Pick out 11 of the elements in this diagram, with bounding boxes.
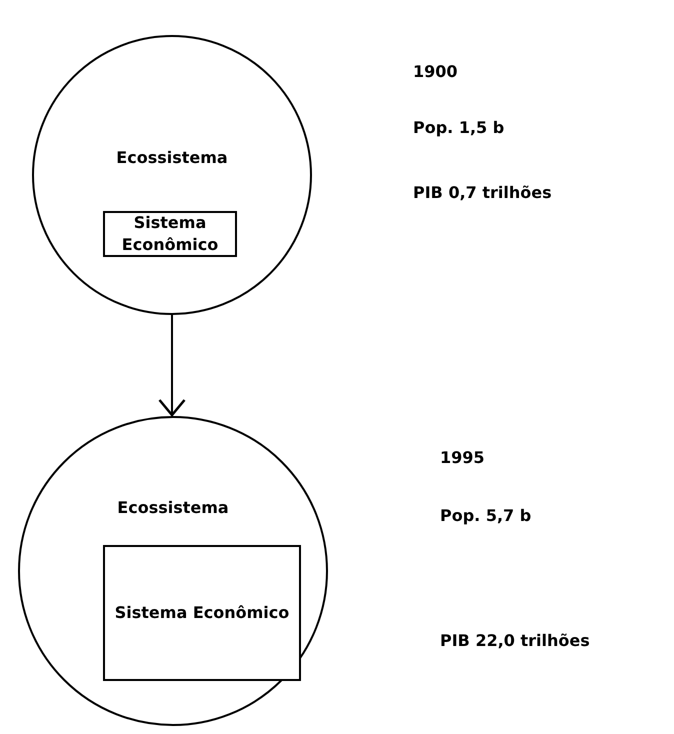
- note-text: PIB 22,0 trilhões: [440, 631, 590, 650]
- economic-system-box: Sistema Econômico: [103, 545, 301, 681]
- note-text: 1995: [440, 448, 485, 467]
- note-text: Pop. 5,7 b: [440, 506, 532, 525]
- economic-system-box: Sistema Econômico: [103, 211, 237, 257]
- circle-title: Ecossistema: [116, 497, 230, 519]
- note-text: PIB 0,7 trilhões: [413, 183, 552, 202]
- circle-title: Ecossistema: [115, 147, 229, 169]
- note-text: Pop. 1,5 b: [413, 118, 504, 137]
- note-text: 1900: [413, 62, 458, 81]
- arrow: [158, 315, 186, 416]
